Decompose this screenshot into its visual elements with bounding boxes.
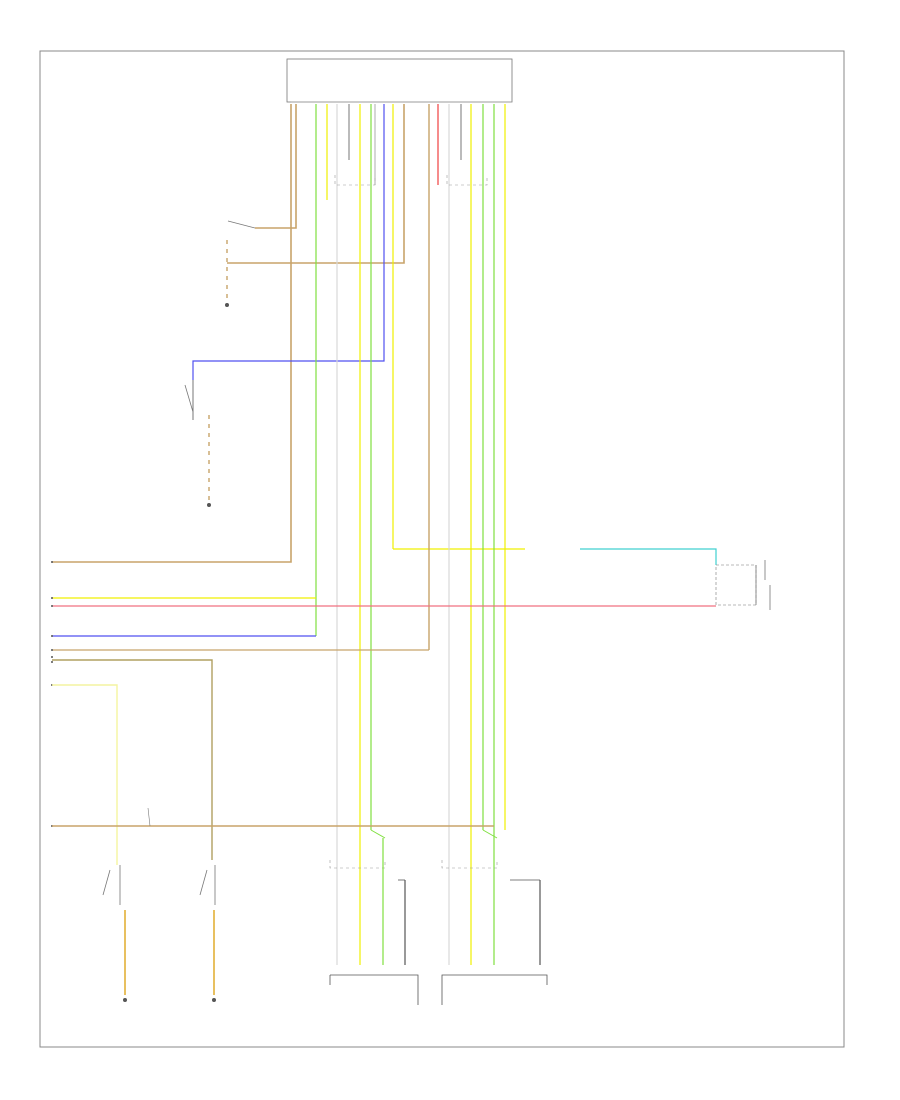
right-sensor-harness-wires (52, 104, 506, 965)
switch-left (102, 865, 127, 1002)
wire-cyan (580, 548, 717, 565)
left-connectors (51, 561, 53, 827)
seat-switch-icon (184, 384, 194, 413)
control-module-box (286, 58, 513, 103)
wire-blue-1 (192, 104, 385, 380)
diagram-frame (39, 50, 845, 1048)
sensor-left (329, 829, 419, 1005)
connector-icon (51, 597, 53, 599)
ground-icon (123, 998, 127, 1002)
sensor-right (441, 829, 548, 1005)
switch-icon (199, 869, 208, 896)
ground-icon (225, 303, 229, 307)
wire-light-yellow (52, 684, 118, 865)
switch-icon (227, 220, 256, 229)
wire-tan-2 (227, 104, 405, 264)
switch-mid (199, 865, 216, 1002)
switch-icon (102, 869, 111, 896)
ground-icon (207, 503, 211, 507)
wire-olive (52, 659, 213, 860)
left-sensor-harness-wires (52, 104, 525, 965)
wire-tan-1 (255, 104, 297, 229)
right-module (715, 560, 771, 610)
ground-icon (212, 998, 216, 1002)
wire-tan-long (52, 104, 292, 563)
